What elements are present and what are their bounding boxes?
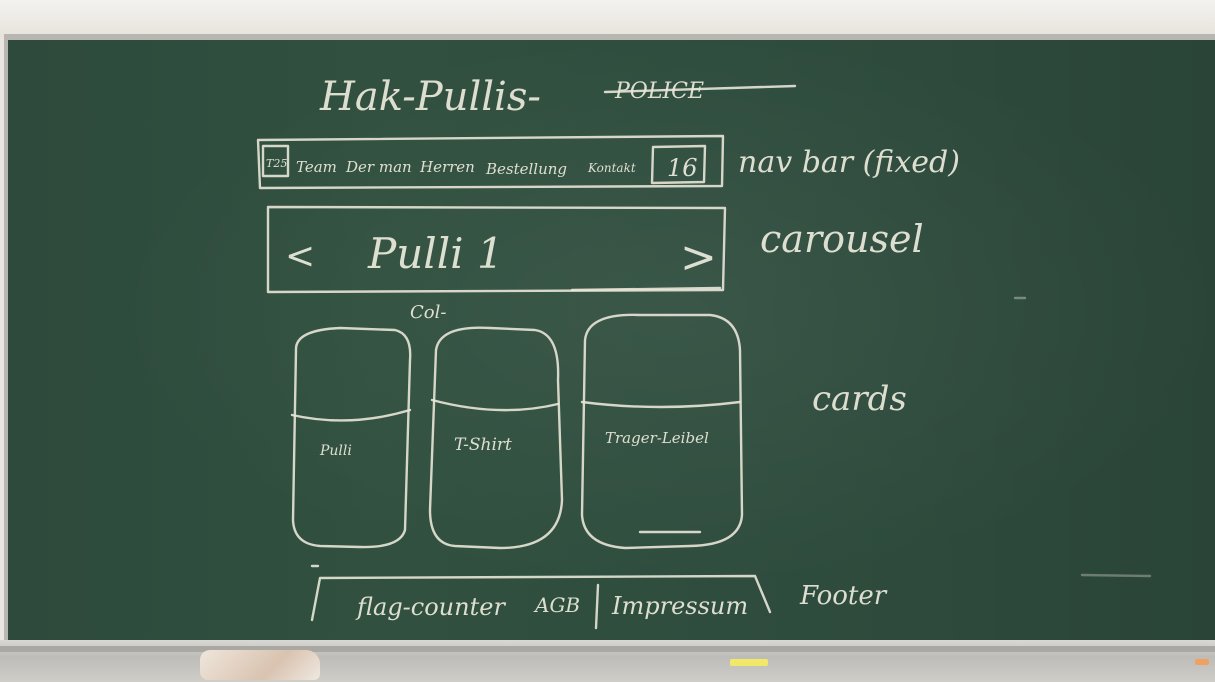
footer-agb: AGB	[533, 593, 580, 617]
cards-sketch: Pulli T-Shirt Trager-Leibel	[290, 313, 744, 550]
card-1-divider	[290, 408, 412, 422]
orange-chalk	[1195, 659, 1209, 665]
carousel-prev: <	[285, 236, 315, 277]
navbar-link-team: Team	[296, 158, 337, 176]
eraser-sponge	[200, 650, 320, 680]
chalk-tray-edge	[0, 646, 1215, 652]
wall	[0, 0, 1215, 38]
footer-impressum: Impressum	[611, 592, 748, 620]
carousel-underline	[570, 286, 722, 292]
navbar-link-kontakt: Kontakt	[587, 161, 636, 175]
card-3-label: Trager-Leibel	[605, 429, 709, 447]
footer-flag-counter: flag-counter	[355, 593, 506, 621]
annotation-cards: cards	[812, 379, 907, 419]
carousel-sketch: < Pulli 1 > Col-	[266, 205, 727, 323]
card-2-outline	[428, 326, 564, 550]
yellow-chalk	[730, 659, 768, 666]
chalkboard	[8, 40, 1215, 640]
card-1-label: Pulli	[319, 443, 352, 459]
annotation-carousel: carousel	[760, 217, 924, 261]
chalk-smudge	[1080, 573, 1152, 578]
annotation-navbar: nav bar (fixed)	[738, 145, 960, 180]
navbar-link-bestellung: Bestellung	[485, 160, 567, 178]
carousel-sub: Col-	[410, 302, 446, 323]
strikethrough-line	[603, 84, 797, 94]
navbar-link-der-man: Der man	[345, 158, 412, 176]
footer-box	[310, 574, 772, 622]
footer-sketch: flag-counter AGB Impressum	[310, 564, 772, 630]
footer-divider	[594, 583, 600, 630]
card-3-divider	[580, 400, 742, 409]
navbar-badge: 16	[667, 154, 698, 182]
navbar-logo-box	[261, 144, 290, 178]
carousel-box	[266, 205, 727, 294]
card-2-divider	[430, 398, 560, 412]
card-2-label: T-Shirt	[454, 435, 512, 455]
navbar-badge-box	[650, 144, 707, 185]
navbar-box	[256, 134, 725, 190]
carousel-next: >	[680, 232, 717, 283]
card-1-outline	[291, 326, 412, 549]
annotation-footer: Footer	[799, 581, 888, 611]
board-title: Hak-Pullis-	[319, 74, 541, 120]
navbar-logo: T25	[266, 157, 287, 170]
navbar-sketch: T25 Team Der man Herren Bestellung Konta…	[256, 134, 725, 190]
card-3-outline	[580, 313, 744, 550]
carousel-label: Pulli 1	[367, 229, 504, 278]
navbar-link-herren: Herren	[419, 158, 475, 176]
